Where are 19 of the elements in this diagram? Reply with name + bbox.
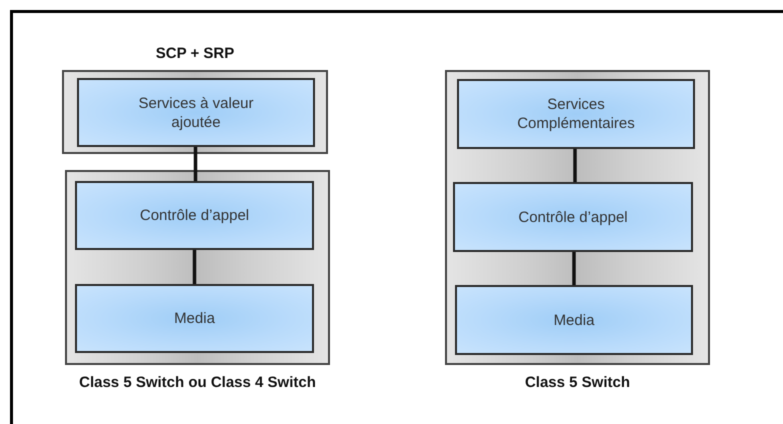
layer-box bbox=[75, 181, 314, 250]
layer-label: Services à valeur ajoutée bbox=[137, 94, 255, 132]
layer-label: Media bbox=[173, 309, 216, 328]
layer-box bbox=[455, 285, 693, 355]
layer-label: Media bbox=[552, 310, 596, 330]
connector-line bbox=[573, 149, 577, 182]
panel-heading: Class 5 Switch ou Class 4 Switch bbox=[79, 373, 316, 393]
layer-box bbox=[457, 79, 695, 149]
connector-line bbox=[572, 252, 576, 285]
connector-line bbox=[194, 147, 198, 181]
layer-label: Contrôle d’appel bbox=[517, 208, 629, 226]
layer-label: Services Complémentaires bbox=[516, 95, 636, 133]
layer-box bbox=[453, 182, 693, 252]
layer-box bbox=[77, 78, 315, 147]
layer-label: Contrôle d’appel bbox=[138, 206, 250, 225]
connector-line bbox=[192, 250, 196, 284]
panel-heading: Class 5 Switch bbox=[524, 373, 630, 393]
layer-box bbox=[75, 284, 314, 353]
panel-heading: SCP + SRP bbox=[156, 44, 234, 64]
